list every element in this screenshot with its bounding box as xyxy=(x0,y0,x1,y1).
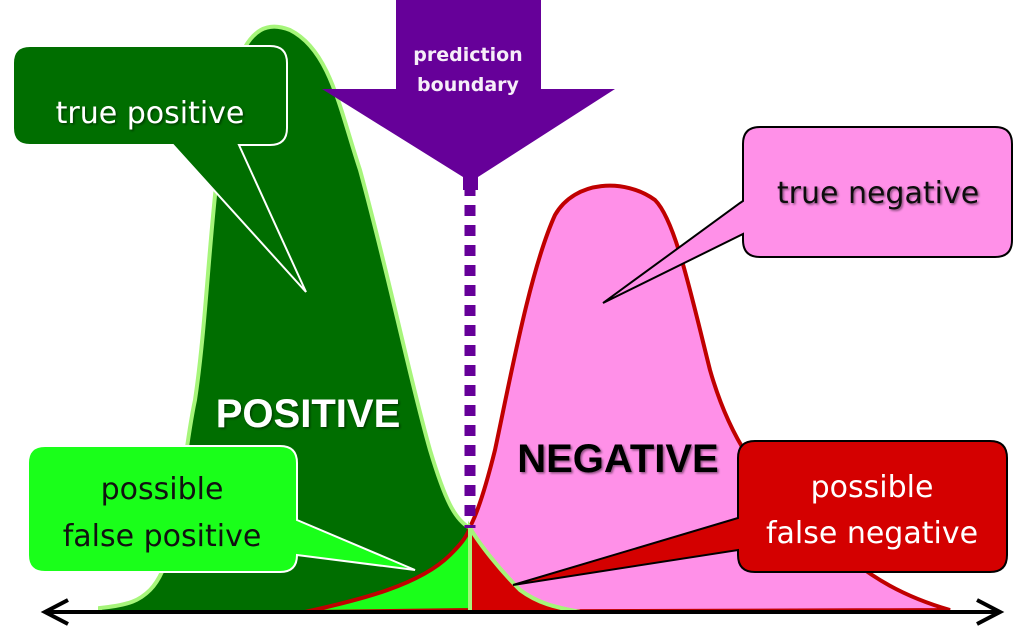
negative-label: NEGATIVE xyxy=(517,437,719,481)
boundary-label-line2: boundary xyxy=(417,74,519,96)
false-negative-callout: possible false negative xyxy=(512,440,1008,586)
positive-label: POSITIVE xyxy=(216,392,401,436)
true-negative-callout: true negative xyxy=(602,126,1013,304)
axis-arrow-left-icon xyxy=(40,598,69,626)
true-positive-callout: true positive xyxy=(12,45,307,293)
true-positive-text: true positive xyxy=(56,96,245,131)
false-positive-line2: false positive xyxy=(63,519,262,554)
false-positive-line1: possible xyxy=(101,472,224,507)
false-negative-line1: possible xyxy=(811,470,934,505)
axis-arrow-right-icon xyxy=(976,598,1005,626)
boundary-label-line1: prediction xyxy=(413,44,522,66)
prediction-boundary-arrow xyxy=(322,0,615,190)
false-positive-region xyxy=(304,527,472,614)
true-negative-text: true negative xyxy=(777,176,979,211)
false-negative-line2: false negative xyxy=(766,516,978,551)
false-positive-callout: possible false positive xyxy=(27,445,416,573)
